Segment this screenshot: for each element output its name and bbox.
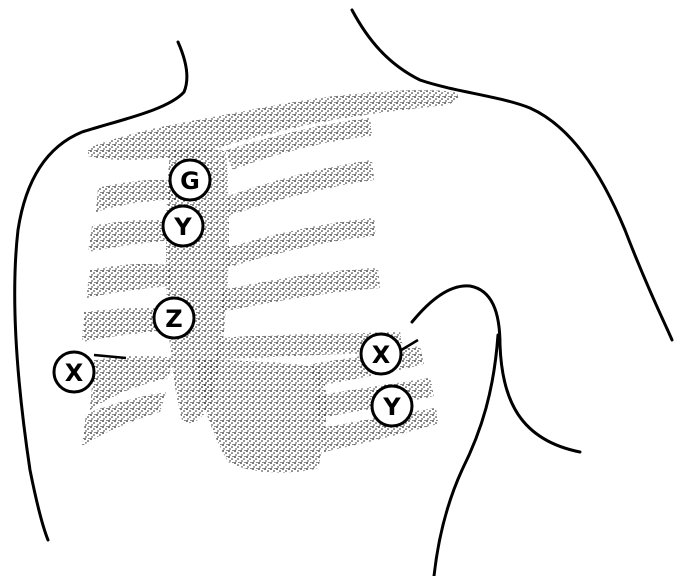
electrode-marker-x-right: X: [361, 334, 401, 374]
left-rib-1: [96, 180, 176, 212]
right-torso-line: [434, 335, 498, 576]
marker-label-z: Z: [165, 305, 182, 333]
right-rib-4: [222, 268, 380, 312]
left-rib-3: [86, 264, 172, 298]
marker-label-y-upper: Y: [173, 213, 192, 241]
neck-right-shoulder-line: [352, 10, 672, 340]
marker-label-g: G: [180, 167, 200, 195]
electrode-marker-y-lower: Y: [372, 386, 412, 426]
marker-label-x-left: X: [65, 359, 84, 387]
right-rib-2: [228, 160, 374, 216]
electrode-marker-x-left: X: [54, 352, 94, 392]
lower-costal-region: [196, 360, 326, 473]
electrode-marker-y-upper: Y: [163, 206, 203, 246]
marker-label-x-right: X: [372, 341, 391, 369]
right-rib-3: [226, 218, 376, 268]
left-rib-2: [88, 220, 174, 252]
x-left-leader-line: [94, 355, 126, 358]
electrode-marker-g: G: [170, 160, 210, 200]
right-arm-inner-line: [412, 286, 580, 452]
marker-label-y-lower: Y: [382, 393, 401, 421]
electrode-marker-z: Z: [154, 298, 194, 338]
